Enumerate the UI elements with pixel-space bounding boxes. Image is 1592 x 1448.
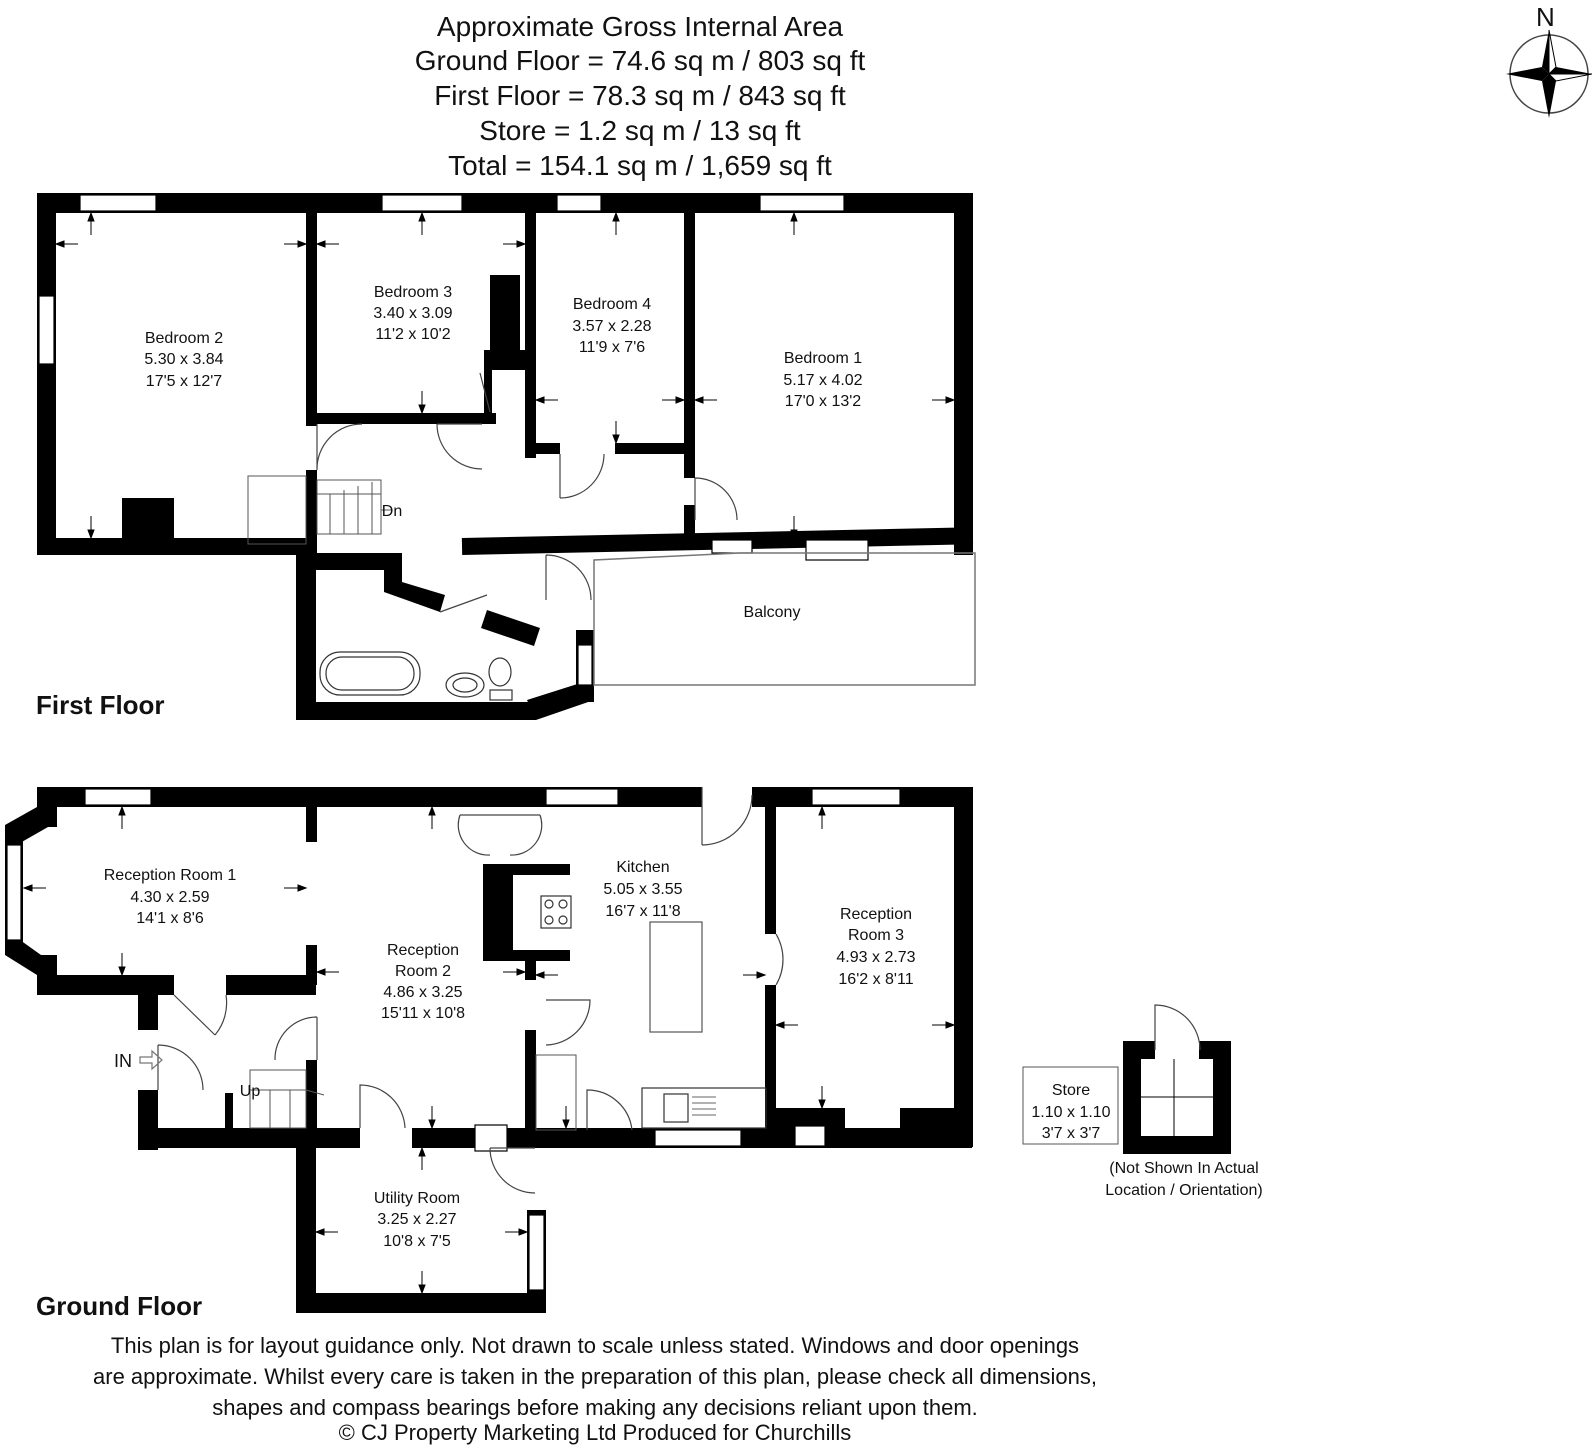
disclaimer-line2: are approximate. Whilst every care is ta… — [93, 1364, 1097, 1389]
store-note-line2: Location / Orientation) — [1105, 1182, 1262, 1199]
utility-metric: 3.25 x 2.27 — [377, 1211, 456, 1228]
store-note-line1: (Not Shown In Actual — [1109, 1160, 1258, 1177]
reception3-name-line1: Reception — [840, 906, 912, 923]
entrance-arrow-icon — [139, 1049, 163, 1071]
toilet-icon — [488, 657, 513, 701]
ground-floor-doors — [157, 787, 784, 1194]
utility-name: Utility Room — [374, 1190, 460, 1207]
gf-stairs-label: Up — [240, 1083, 261, 1100]
bedroom4-name: Bedroom 4 — [573, 296, 651, 313]
bedroom3-name: Bedroom 3 — [374, 284, 452, 301]
first-floor-doors — [316, 372, 738, 613]
area-title: Approximate Gross Internal Area — [436, 11, 844, 42]
balcony-name: Balcony — [744, 604, 801, 621]
ground-floor-area: Ground Floor = 74.6 sq m / 803 sq ft — [414, 45, 866, 76]
bedroom1-name: Bedroom 1 — [784, 350, 862, 367]
utility-unit — [535, 1054, 577, 1131]
basin-icon — [445, 672, 485, 698]
dimension-arrows — [22, 211, 1213, 1295]
reception3-metric: 4.93 x 2.73 — [836, 949, 915, 966]
ground-floor-plan — [5, 787, 973, 1313]
reception1-name: Reception Room 1 — [104, 867, 237, 884]
copyright-line: © CJ Property Marketing Ltd Produced for… — [338, 1420, 852, 1445]
kitchen-island — [649, 921, 703, 1033]
store-plan — [1022, 1004, 1231, 1154]
disclaimer-line3: shapes and compass bearings before makin… — [212, 1395, 978, 1420]
bedroom3-imperial: 11'2 x 10'2 — [375, 326, 450, 343]
store-name: Store — [1052, 1082, 1090, 1099]
bedroom1-imperial: 17'0 x 13'2 — [785, 393, 861, 410]
reception3-imperial: 16'2 x 8'11 — [838, 971, 913, 988]
kitchen-name: Kitchen — [616, 859, 669, 876]
ground-floor-stairs — [249, 1069, 325, 1129]
hob-icon — [540, 895, 572, 929]
ff-stairs-label: Dn — [382, 503, 402, 520]
reception3-name-line2: Room 3 — [848, 927, 904, 944]
ground-floor-windows — [6, 788, 901, 1291]
first-floor-stairs — [247, 475, 392, 545]
bath-icon — [319, 651, 421, 696]
bedroom2-name: Bedroom 2 — [145, 330, 223, 347]
kitchen-imperial: 16'7 x 11'8 — [605, 903, 680, 920]
store-area: Store = 1.2 sq m / 13 sq ft — [479, 115, 801, 146]
compass-north-label: N — [1536, 2, 1555, 32]
reception1-imperial: 14'1 x 8'6 — [136, 910, 204, 927]
first-floor-windows — [38, 194, 869, 686]
first-floor-plan — [37, 193, 974, 720]
bedroom2-metric: 5.30 x 3.84 — [144, 351, 223, 368]
entrance-label: IN — [114, 1051, 132, 1071]
kitchen-metric: 5.05 x 3.55 — [603, 881, 682, 898]
sink-icon — [641, 1087, 767, 1129]
total-area: Total = 154.1 sq m / 1,659 sq ft — [448, 150, 832, 181]
store-metric: 1.10 x 1.10 — [1031, 1104, 1110, 1121]
compass-icon — [1506, 29, 1592, 118]
first-floor-title: First Floor — [36, 690, 165, 720]
disclaimer-line1: This plan is for layout guidance only. N… — [110, 1333, 1080, 1358]
reception2-metric: 4.86 x 3.25 — [383, 984, 462, 1001]
reception2-name-line1: Reception — [387, 942, 459, 959]
reception2-imperial: 15'11 x 10'8 — [381, 1005, 465, 1022]
bedroom4-metric: 3.57 x 2.28 — [572, 318, 651, 335]
reception1-metric: 4.30 x 2.59 — [130, 889, 209, 906]
store-imperial: 3'7 x 3'7 — [1042, 1125, 1101, 1142]
balcony-outline — [593, 552, 976, 686]
reception2-name-line2: Room 2 — [395, 963, 451, 980]
utility-imperial: 10'8 x 7'5 — [383, 1233, 451, 1250]
bedroom4-imperial: 11'9 x 7'6 — [579, 339, 645, 356]
bedroom3-metric: 3.40 x 3.09 — [373, 305, 452, 322]
first-floor-area: First Floor = 78.3 sq m / 843 sq ft — [434, 80, 846, 111]
ground-floor-title: Ground Floor — [36, 1291, 203, 1321]
bedroom2-imperial: 17'5 x 12'7 — [146, 373, 222, 390]
bedroom1-metric: 5.17 x 4.02 — [783, 372, 862, 389]
